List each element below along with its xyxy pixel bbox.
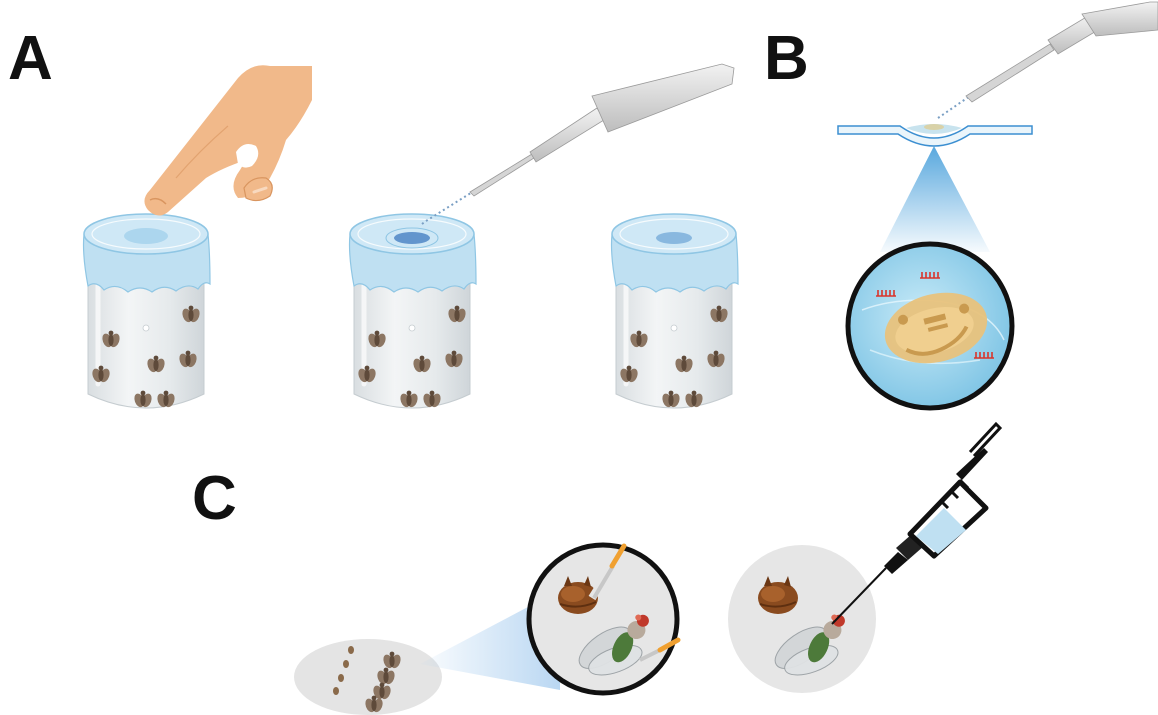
magnification-beam (880, 146, 990, 252)
panel-c-label: C (192, 468, 237, 530)
panel-b (838, 2, 1158, 408)
panel-c (294, 424, 1000, 715)
fly-vial-icon (350, 214, 477, 408)
petri-dish-icon (728, 545, 876, 693)
magnifier-circle-icon (529, 545, 678, 693)
panel-b-label: B (764, 28, 809, 90)
finger-hand-icon (144, 65, 312, 215)
magnified-embryo-icon (848, 244, 1012, 408)
depression-slide-icon (838, 124, 1032, 146)
fly-vial-icon (84, 214, 211, 408)
panel-a-label: A (8, 28, 53, 90)
fly-vial-icon (612, 214, 739, 408)
micropipette-icon (422, 64, 734, 224)
micropipette-icon (938, 2, 1158, 118)
petri-dish-icon (294, 639, 442, 715)
panel-a (84, 64, 739, 408)
